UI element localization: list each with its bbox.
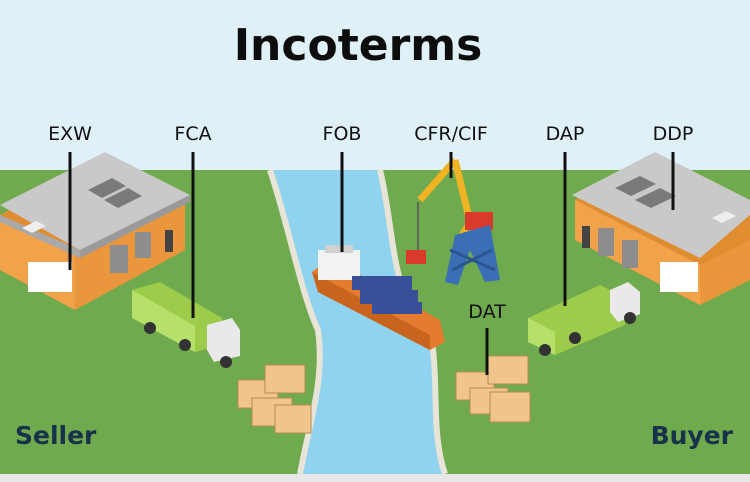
page-title: Incoterms bbox=[234, 20, 483, 71]
term-label-fob: FOB bbox=[323, 123, 362, 145]
buyer-truck bbox=[528, 282, 640, 356]
seller-truck bbox=[132, 282, 240, 368]
term-label-dat: DAT bbox=[468, 301, 506, 323]
term-label-dap: DAP bbox=[546, 123, 585, 145]
term-label-exw: EXW bbox=[48, 123, 92, 145]
port-crane bbox=[406, 157, 500, 285]
seller-label: Seller bbox=[15, 421, 97, 450]
buyer-pallets bbox=[455, 355, 531, 423]
cargo-ship bbox=[312, 245, 445, 350]
buyer-warehouse bbox=[572, 152, 750, 305]
buyer-label: Buyer bbox=[651, 421, 734, 450]
seller-pallets bbox=[237, 364, 312, 434]
river bbox=[270, 170, 445, 474]
seller-warehouse bbox=[0, 152, 190, 310]
term-label-cfr-cif: CFR/CIF bbox=[414, 123, 488, 145]
sky-background bbox=[0, 0, 750, 175]
bottom-strip bbox=[0, 474, 750, 482]
term-label-fca: FCA bbox=[174, 123, 211, 145]
term-label-ddp: DDP bbox=[653, 123, 694, 145]
